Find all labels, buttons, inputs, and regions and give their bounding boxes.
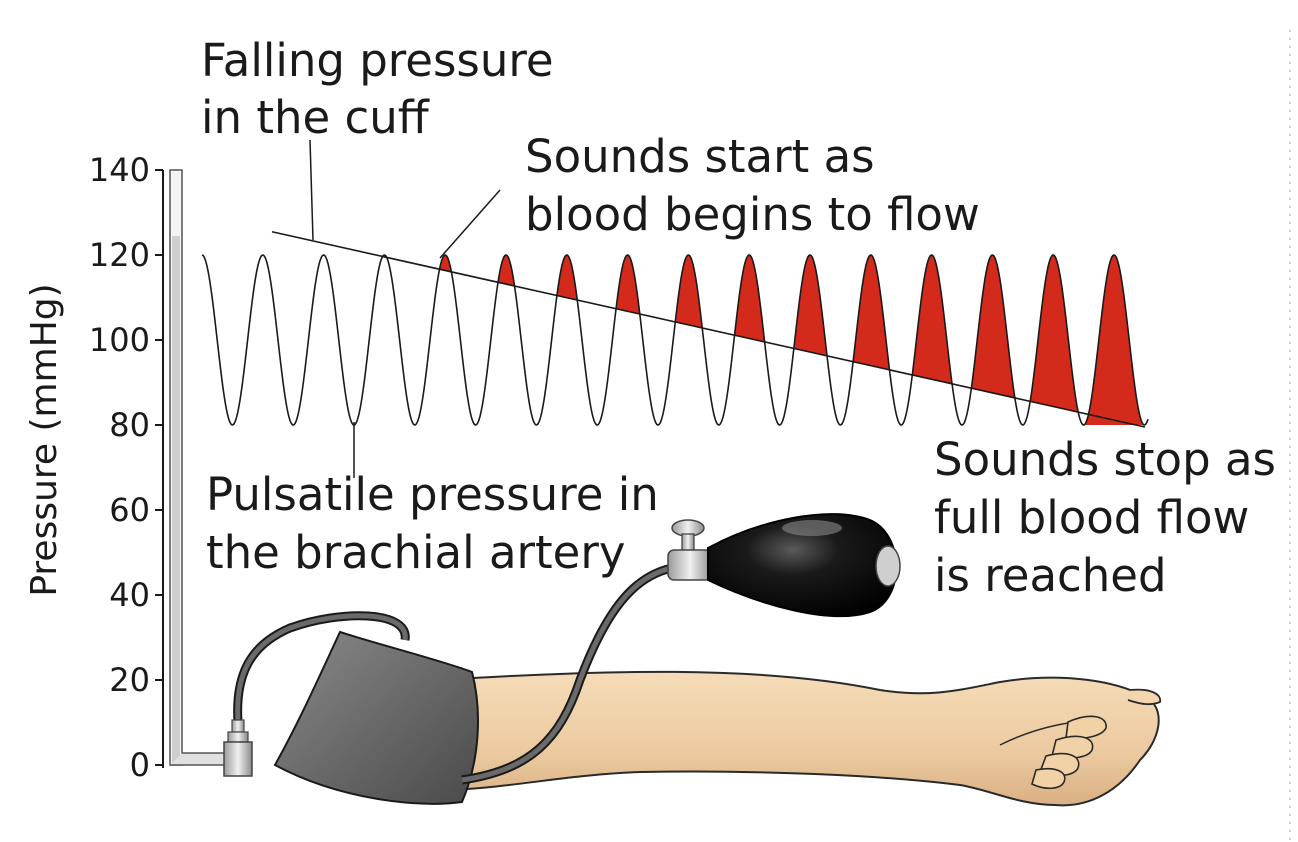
label-sounds-start: Sounds start as blood begins to flow	[525, 130, 980, 241]
pulsatile-wave	[201, 254, 1149, 426]
manometer-tube	[169, 169, 227, 766]
hand-thumb	[1127, 688, 1162, 706]
korotkoff-sound-region	[853, 255, 890, 370]
label-pulsatile-pressure-line1: Pulsatile pressure in	[206, 468, 659, 521]
arm-illustration	[223, 513, 1162, 807]
label-falling-pressure-line2: in the cuff	[201, 91, 430, 144]
y-axis: 140 120 100 80 60 40 20 0 Pressure (mmHg)	[24, 151, 164, 784]
korotkoff-sound-region	[1083, 255, 1145, 425]
fingers	[1031, 715, 1107, 790]
tube-connector	[223, 719, 253, 777]
tick-label: 100	[89, 321, 150, 359]
label-sounds-start-line1: Sounds start as	[525, 130, 875, 183]
korotkoff-sound-region	[912, 255, 952, 384]
korotkoff-sound-region	[971, 255, 1015, 398]
label-sounds-stop: Sounds stop as full blood flow is reache…	[934, 433, 1290, 602]
label-sounds-stop-line3: is reached	[934, 549, 1167, 602]
leader-falling	[309, 139, 314, 241]
tick-label: 20	[109, 661, 150, 699]
leader-start	[439, 189, 501, 259]
tick-label: 40	[109, 576, 150, 614]
inflation-bulb	[707, 513, 901, 618]
tick-label: 140	[89, 151, 150, 189]
pressure-waveform	[201, 230, 1149, 428]
label-sounds-start-line2: blood begins to flow	[525, 188, 980, 241]
tick-label: 60	[109, 491, 150, 529]
label-pulsatile-pressure-line2: the brachial artery	[206, 526, 625, 579]
tick-label: 120	[89, 236, 150, 274]
valve	[667, 519, 713, 581]
label-sounds-stop-line1: Sounds stop as	[934, 433, 1276, 486]
korotkoff-sound-region	[794, 255, 827, 356]
falling-cuff-pressure-line	[271, 230, 1146, 428]
label-falling-pressure: Falling pressure in the cuff	[201, 34, 568, 144]
tick-label: 0	[130, 746, 150, 784]
y-axis-title: Pressure (mmHg)	[24, 283, 65, 596]
palm-crease	[999, 721, 1076, 746]
forearm	[439, 670, 1160, 807]
bp-cuff	[273, 630, 479, 805]
korotkoff-sound-region	[1030, 255, 1078, 412]
label-falling-pressure-line1: Falling pressure	[201, 34, 554, 87]
label-pulsatile-pressure: Pulsatile pressure in the brachial arter…	[206, 468, 673, 579]
label-sounds-stop-line2: full blood flow	[934, 491, 1249, 544]
tick-label: 80	[109, 406, 150, 444]
